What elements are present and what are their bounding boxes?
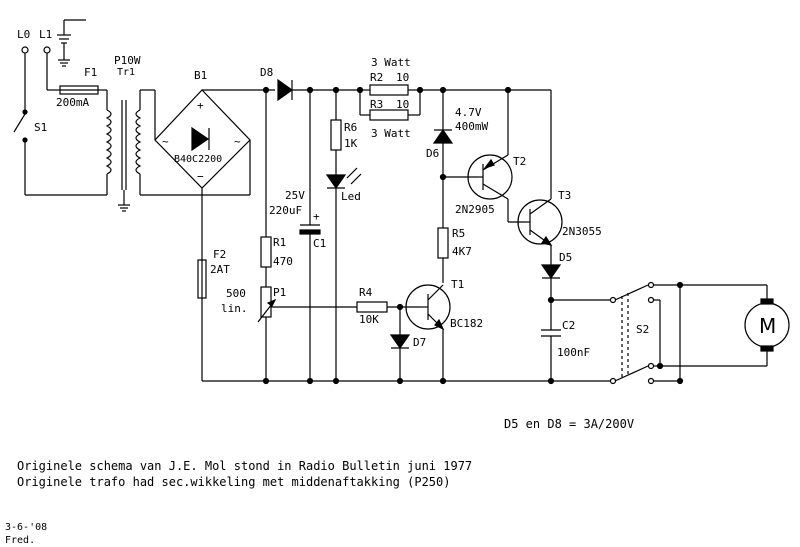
label-R1-value: 470: [273, 255, 293, 268]
label-R1: R1: [273, 236, 286, 249]
label-R3-value: 10: [396, 98, 409, 111]
terminal-L0: [21, 46, 29, 54]
label-F2-value: 2AT: [210, 263, 230, 276]
ground-icon: [57, 19, 86, 44]
label-D6: D6: [426, 147, 439, 160]
label-T3-type: 2N3055: [562, 225, 602, 238]
mains-input: L0 L1 S1 F1: [13, 19, 108, 196]
note-line-1: Originele schema van J.E. Mol stond in R…: [17, 459, 472, 473]
label-R2-value: 10: [396, 71, 409, 84]
label-C1-plus: +: [313, 210, 320, 223]
label-C2: C2: [562, 319, 575, 332]
label-T2-type: 2N2905: [455, 203, 495, 216]
zener-diode-D6: [432, 128, 454, 144]
resistor-R6: [330, 119, 342, 151]
label-bridge-minus: −: [197, 170, 204, 183]
label-P1-value: 500: [226, 287, 246, 300]
label-D6-power: 400mW: [455, 120, 488, 133]
fuse-F2: [197, 259, 207, 299]
label-bridge-ac2: ~: [234, 135, 241, 148]
label-R5: R5: [452, 227, 465, 240]
label-P1: P1: [273, 286, 286, 299]
label-R4: R4: [359, 286, 373, 299]
diode-D7: [389, 334, 411, 350]
label-F2: F2: [213, 248, 226, 261]
resistor-R3: [369, 109, 409, 121]
diode-rating-note: D5 en D8 = 3A/200V: [504, 417, 634, 431]
label-R2: R2: [370, 71, 383, 84]
resistor-R5: [437, 227, 449, 259]
label-C1: C1: [313, 237, 326, 250]
date: 3-6-'08: [5, 522, 47, 533]
author: Fred.: [5, 535, 35, 546]
note-line-2: Originele trafo had sec.wikkeling met mi…: [17, 475, 450, 489]
label-C2-value: 100nF: [557, 346, 590, 359]
diode-D8: [277, 78, 294, 102]
led: [325, 167, 362, 190]
transistor-T3: [517, 198, 563, 246]
motor: [744, 298, 790, 352]
resistor-R1: [260, 236, 272, 268]
label-T3: T3: [558, 189, 571, 202]
label-C1-value: 220uF: [269, 204, 302, 217]
label-L0: L0: [17, 28, 30, 41]
label-B1: B1: [194, 69, 207, 82]
label-T1-type: BC182: [450, 317, 483, 330]
label-S1: S1: [34, 121, 47, 134]
label-P1-lin: lin.: [221, 302, 248, 315]
capacitor-C2: [541, 329, 561, 337]
label-D7: D7: [413, 336, 426, 349]
transistor-T1: [405, 284, 451, 331]
label-R6: R6: [344, 121, 357, 134]
switch-S1: [13, 109, 28, 143]
label-bridge-ac1: ~: [162, 135, 169, 148]
label-D8: D8: [260, 66, 273, 79]
label-T1: T1: [451, 278, 464, 291]
label-T2: T2: [513, 155, 526, 168]
diode-D5: [540, 264, 562, 280]
label-R4-value: 10K: [359, 313, 379, 326]
label-R5-value: 4K7: [452, 245, 472, 258]
resistor-R4: [356, 301, 388, 313]
label-F1: F1: [84, 66, 97, 79]
label-R2-watt: 3 Watt: [371, 56, 411, 69]
label-D5: D5: [559, 251, 572, 264]
label-C1-voltage: 25V: [285, 189, 305, 202]
label-Led: Led: [341, 190, 361, 203]
label-bridge-type: B40C2200: [174, 154, 222, 165]
label-Tr-power: P10W: [114, 54, 141, 67]
resistor-R2: [369, 84, 409, 96]
label-R3-watt: 3 Watt: [371, 127, 411, 140]
terminal-L1: [43, 46, 51, 54]
label-L1: L1: [39, 28, 52, 41]
label-F1-value: 200mA: [56, 96, 89, 109]
fuse-F1: [59, 85, 99, 95]
label-D6-voltage: 4.7V: [455, 106, 482, 119]
transistor-T2: [467, 154, 513, 200]
bridge-rectifier-B1: B1 + − ~ ~ B40C2200: [154, 69, 251, 189]
transformer-Tr1: P10W Tr1: [105, 54, 251, 212]
label-bridge-plus: +: [197, 99, 204, 112]
label-Tr: Tr1: [117, 67, 135, 78]
capacitor-C1: [299, 224, 321, 235]
switch-S2: [609, 281, 655, 385]
label-S2: S2: [636, 323, 649, 336]
label-R3: R3: [370, 98, 383, 111]
label-M: M: [759, 314, 776, 338]
label-R6-value: 1K: [344, 137, 358, 150]
